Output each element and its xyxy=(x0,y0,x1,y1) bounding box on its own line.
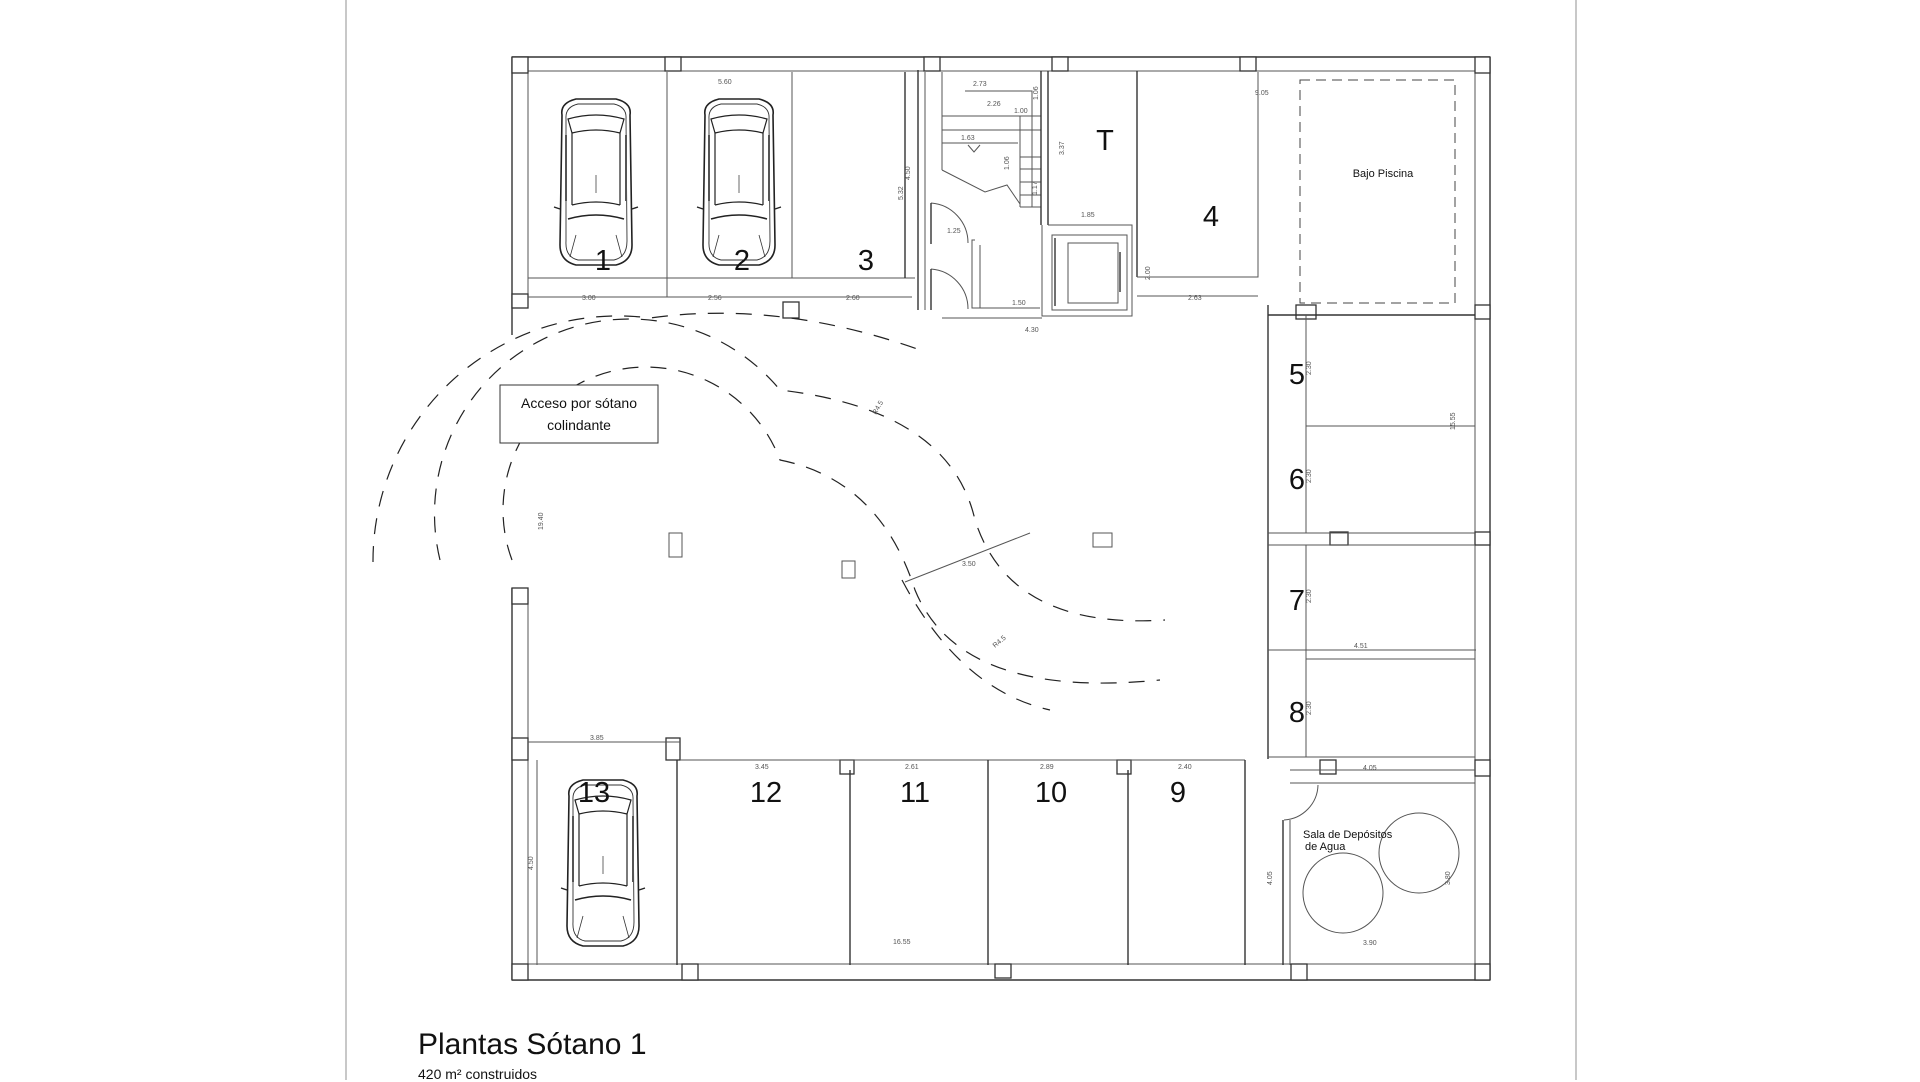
column-marker xyxy=(668,532,683,558)
dim-label: 2.30 xyxy=(1306,469,1313,483)
dim-label: 1.00 xyxy=(1014,108,1028,115)
right-parking-row xyxy=(1268,314,1476,758)
dim-label: 3.90 xyxy=(1363,940,1377,947)
dim-label: 1.17 xyxy=(1032,181,1039,195)
dim-label: 4.05 xyxy=(1363,765,1377,772)
dim-label: 2.63 xyxy=(1188,295,1202,302)
dim-label: 2.30 xyxy=(1306,589,1313,603)
dim-label: 1.25 xyxy=(947,228,961,235)
dim-label: 4.05 xyxy=(1267,871,1274,885)
column-marker xyxy=(1092,532,1113,548)
dim-label: 4.50 xyxy=(528,856,535,870)
dim-label: 2.73 xyxy=(973,81,987,88)
dim-label: 1.06 xyxy=(1033,86,1040,100)
space-number-5: 5 xyxy=(1289,359,1305,391)
top-parking-row xyxy=(528,70,926,310)
space-number-2: 2 xyxy=(734,245,750,277)
dim-label: 1.63 xyxy=(961,135,975,142)
tank-room-label-2: de Agua xyxy=(1305,841,1346,853)
space-number-4: 4 xyxy=(1203,201,1219,233)
water-tank-2 xyxy=(1302,852,1384,934)
dim-label: 1.06 xyxy=(1004,156,1011,170)
car-space-2 xyxy=(696,98,782,266)
space-number-7: 7 xyxy=(1289,585,1305,617)
water-tank-1 xyxy=(1378,812,1460,894)
pool-outline xyxy=(1299,79,1456,304)
dim-label: 3.00 xyxy=(582,295,596,302)
space-number-1: 1 xyxy=(595,245,611,277)
access-label-box xyxy=(499,384,659,444)
dim-label: 3.37 xyxy=(1059,141,1066,155)
dim-label: 3.50 xyxy=(962,561,976,568)
dim-label: 16.55 xyxy=(893,939,911,946)
dim-label: 2.61 xyxy=(905,764,919,771)
dim-label: R4.5 xyxy=(992,635,1008,650)
space-number-10: 10 xyxy=(1035,777,1067,809)
dim-label: 2.40 xyxy=(1178,764,1192,771)
dim-label: 1.50 xyxy=(1012,300,1026,307)
dim-label: R4.5 xyxy=(872,400,886,416)
dim-label: 3.45 xyxy=(755,764,769,771)
dim-label: 4.50 xyxy=(905,166,912,180)
dim-label: 9.05 xyxy=(1255,90,1269,97)
dim-label: 2.30 xyxy=(1306,361,1313,375)
bottom-parking-row xyxy=(528,741,1246,965)
dim-label: 2.00 xyxy=(1145,266,1152,280)
dim-label: 4.51 xyxy=(1354,643,1368,650)
dim-label: 2.60 xyxy=(846,295,860,302)
dim-label: 1.85 xyxy=(1081,212,1095,219)
dim-label: 5.60 xyxy=(718,79,732,86)
tank-room-label-1: Sala de Depósitos xyxy=(1303,829,1393,841)
space-number-12: 12 xyxy=(750,777,782,809)
access-label-1: Acceso por sótano xyxy=(521,395,637,411)
ramp-paths xyxy=(372,312,1166,711)
dim-label: 2.26 xyxy=(987,101,1001,108)
dim-label: 3.80 xyxy=(1445,871,1452,885)
dim-label: 2.30 xyxy=(1306,701,1313,715)
core-stairs-lift xyxy=(930,71,1259,319)
tank-room xyxy=(1282,769,1475,965)
space-number-9: 9 xyxy=(1170,777,1186,809)
page-border-left xyxy=(345,0,347,1080)
dim-label: 15.55 xyxy=(1450,412,1457,430)
pool-label: Bajo Piscina xyxy=(1353,168,1414,180)
space-number-13: 13 xyxy=(578,777,610,809)
column-marker xyxy=(841,560,856,579)
dim-label: 19.40 xyxy=(538,512,545,530)
page-subtitle: 420 m² construidos xyxy=(418,1066,538,1082)
space-number-6: 6 xyxy=(1289,464,1305,496)
page-title: Plantas Sótano 1 xyxy=(418,1028,647,1061)
storage-label-t: T xyxy=(1096,125,1114,157)
dim-label: 3.85 xyxy=(590,735,604,742)
access-label-2: colindante xyxy=(547,417,611,433)
dim-label: 5.32 xyxy=(898,186,905,200)
car-space-1 xyxy=(553,98,639,266)
dim-label: 2.56 xyxy=(708,295,722,302)
dim-label: 2.89 xyxy=(1040,764,1054,771)
space-number-3: 3 xyxy=(858,245,874,277)
space-number-11: 11 xyxy=(900,777,930,809)
dim-label: 4.30 xyxy=(1025,327,1039,334)
page-border-right xyxy=(1575,0,1577,1080)
space-number-8: 8 xyxy=(1289,697,1305,729)
